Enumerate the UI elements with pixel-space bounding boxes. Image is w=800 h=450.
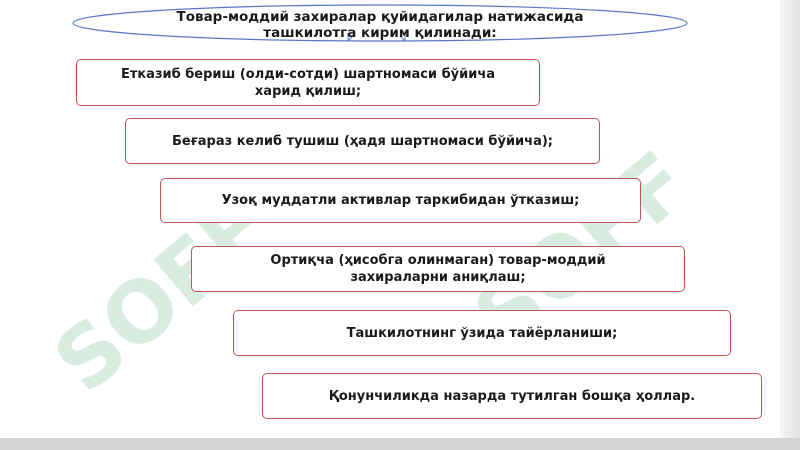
header-title-line2: ташкилотга кирим қилинади: (263, 25, 497, 41)
step-4-line2: захираларни аниқлаш; (350, 270, 526, 285)
step-box-4: Ортиқча (ҳисобга олинмаган) товар-моддий… (191, 246, 685, 292)
header-title-line1: Товар-моддий захиралар қуйидагилар натиж… (176, 9, 584, 25)
step-2-text: Беғараз келиб тушиш (ҳадя шартномаси бўй… (172, 133, 553, 149)
step-6-text: Қонунчиликда назарда тутилган бошқа ҳолл… (328, 388, 696, 404)
step-box-5: Ташкилотнинг ўзида тайёрланиши; (233, 310, 731, 356)
header-ellipse: Товар-моддий захиралар қуйидагилар натиж… (70, 3, 690, 43)
header-ellipse-shape (72, 4, 688, 42)
step-box-1: Етказиб бериш (олди-сотди) шартномаси бў… (76, 59, 540, 106)
step-box-6: Қонунчиликда назарда тутилган бошқа ҳолл… (262, 373, 762, 419)
step-4-line1: Ортиқча (ҳисобга олинмаган) товар-моддий (270, 253, 606, 268)
step-1-line2: харид қилиш; (254, 83, 362, 99)
step-box-3: Узоқ муддатли активлар таркибидан ўткази… (160, 178, 641, 223)
step-box-2: Беғараз келиб тушиш (ҳадя шартномаси бўй… (125, 118, 600, 164)
header-title: Товар-моддий захиралар қуйидагилар натиж… (70, 9, 690, 41)
slide-edge-shadow (780, 0, 800, 438)
step-5-text: Ташкилотнинг ўзида тайёрланиши; (346, 325, 618, 341)
slide-bottom-bar (0, 438, 800, 450)
step-1-line1: Етказиб бериш (олди-сотди) шартномаси бў… (120, 66, 496, 82)
step-3-text: Узоқ муддатли активлар таркибидан ўткази… (221, 193, 580, 208)
